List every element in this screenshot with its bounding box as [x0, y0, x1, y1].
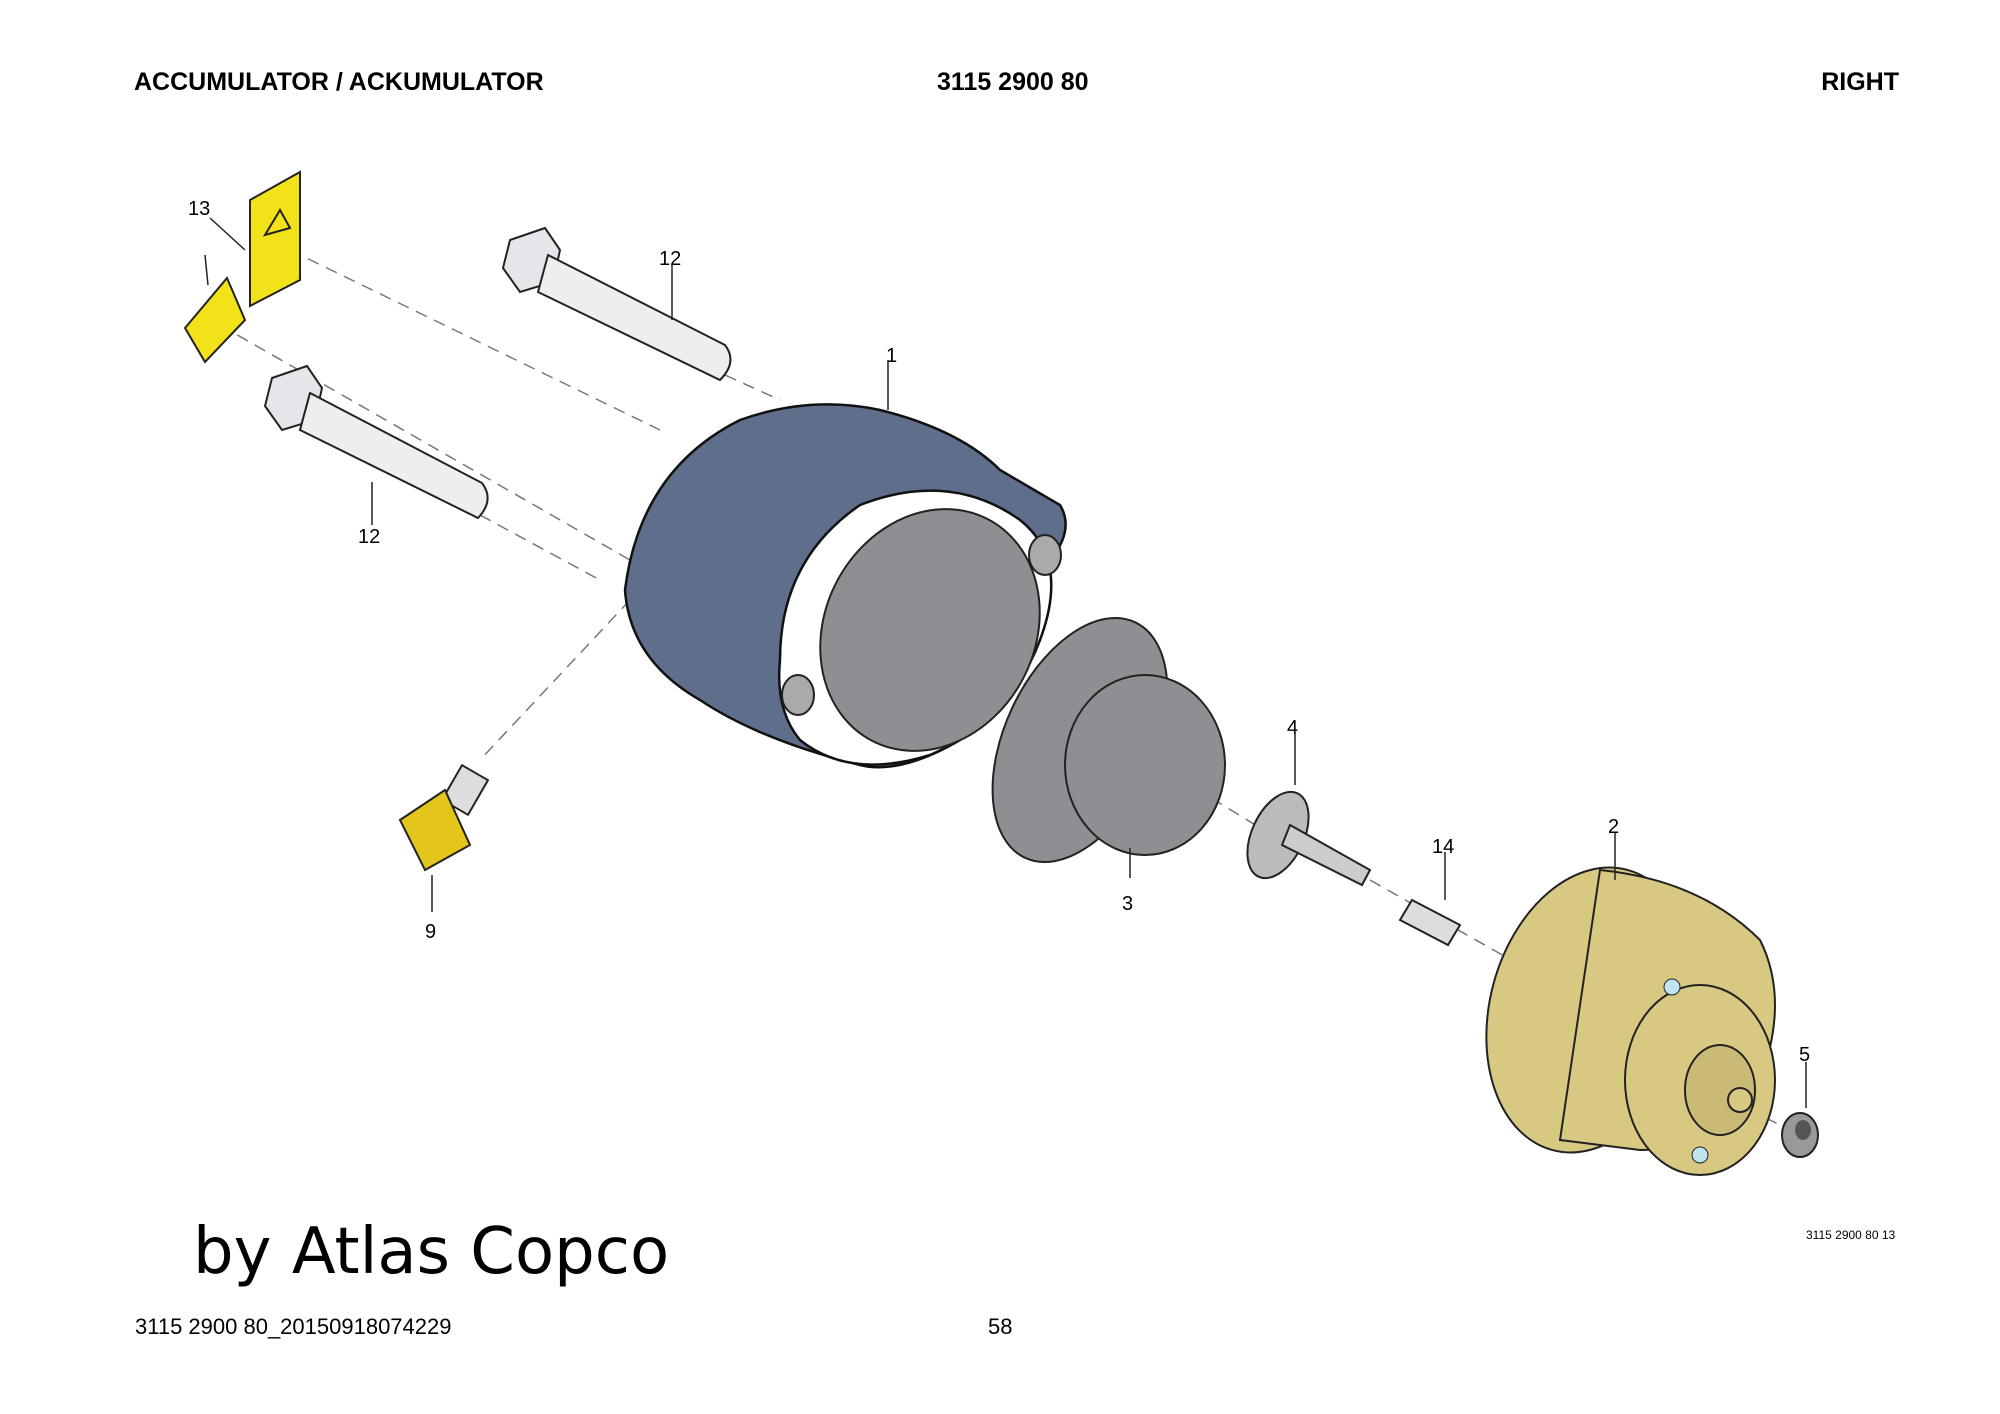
- spring: [1398, 898, 1462, 947]
- valve-stem: [1246, 790, 1372, 887]
- callout-9: 9: [425, 921, 436, 943]
- callout-1: 1: [886, 345, 897, 367]
- leader-lines: [204, 217, 1807, 1108]
- accumulator-cap: [1485, 866, 1776, 1176]
- warning-decals: [183, 170, 301, 364]
- callout-12-bottom: 12: [358, 526, 380, 548]
- nut: [1781, 1112, 1819, 1158]
- bolt-bottom: [263, 364, 489, 520]
- callout-14: 14: [1432, 836, 1454, 858]
- brand-watermark: by Atlas Copco: [193, 1215, 670, 1289]
- callout-2: 2: [1608, 816, 1619, 838]
- callout-13: 13: [188, 198, 210, 220]
- footer-page-number: 58: [988, 1314, 1013, 1339]
- bolt-top: [501, 226, 732, 382]
- diaphragm: [991, 616, 1226, 864]
- callout-4: 4: [1287, 717, 1298, 739]
- footer-document-id: 3115 2900 80_20150918074229: [135, 1314, 452, 1339]
- accumulator-housing: [623, 403, 1067, 769]
- breather-filter: [398, 763, 490, 872]
- figure-reference: 3115 2900 80 13: [1806, 1228, 1896, 1242]
- part-number: 3115 2900 80: [937, 68, 1089, 96]
- callout-5: 5: [1799, 1044, 1810, 1066]
- callout-12-top: 12: [659, 248, 681, 270]
- callout-3: 3: [1122, 893, 1133, 915]
- side-label: RIGHT: [1821, 68, 1899, 96]
- page-title: ACCUMULATOR / ACKUMULATOR: [134, 68, 544, 96]
